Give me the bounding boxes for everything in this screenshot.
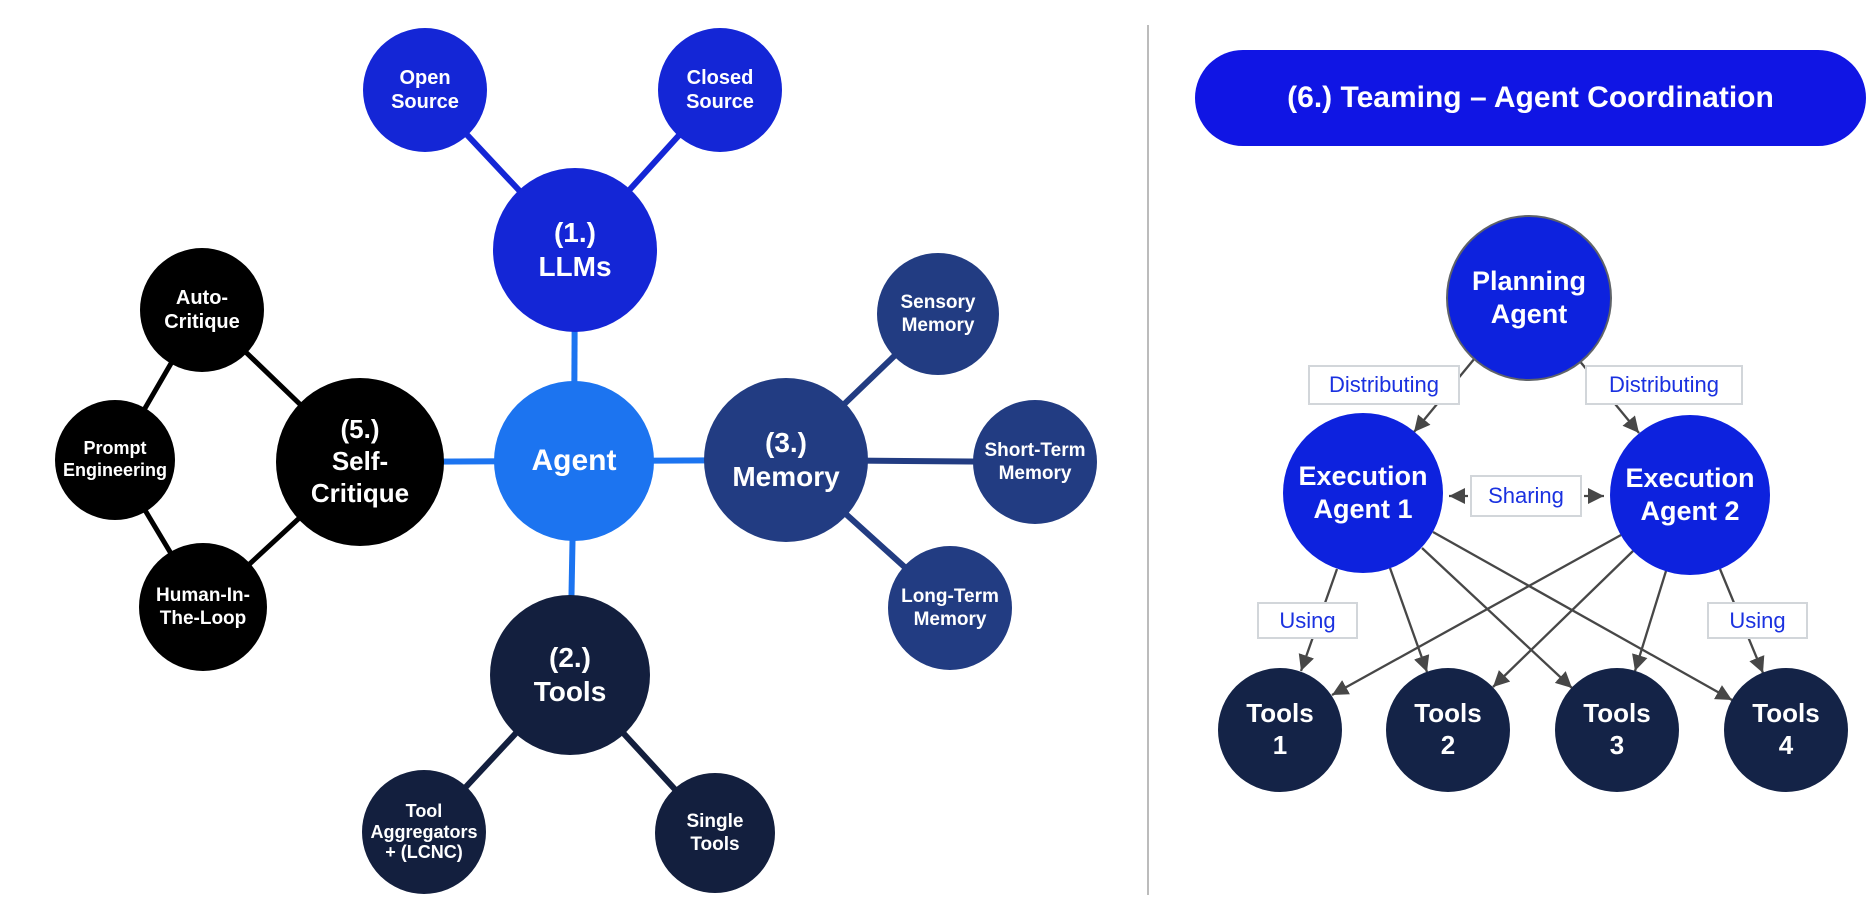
node-human-in-the-loop-label: Human-In- The-Loop	[156, 584, 250, 629]
node-execution-agent-1-label: Execution Agent 1	[1298, 461, 1428, 524]
node-long-term-memory: Long-Term Memory	[888, 546, 1012, 670]
arrow-ea2-tools2	[1492, 550, 1634, 688]
teaming-header-label: (6.) Teaming – Agent Coordination	[1287, 81, 1774, 114]
node-planning-agent: Planning Agent	[1446, 215, 1612, 381]
node-tools-1-label: Tools 1	[1246, 698, 1314, 760]
node-tools: (2.) Tools	[490, 595, 650, 755]
node-prompt-engineering: Prompt Engineering	[55, 400, 175, 520]
node-closed-source-label: Closed Source	[686, 66, 754, 113]
arrow-ea1-tools4	[1432, 530, 1733, 702]
node-planning-agent-label: Planning Agent	[1472, 266, 1586, 329]
label-distributing-left-text: Distributing	[1328, 372, 1440, 397]
node-agent-label: Agent	[531, 443, 617, 477]
node-execution-agent-2: Execution Agent 2	[1610, 415, 1770, 575]
node-tools-3: Tools 3	[1555, 668, 1679, 792]
node-closed-source: Closed Source	[658, 28, 782, 152]
node-single-tools: Single Tools	[655, 773, 775, 893]
node-memory-label: (3.) Memory	[732, 426, 840, 492]
node-tools-4: Tools 4	[1724, 668, 1848, 792]
node-tool-aggregators-label: Tool Aggregators + (LCNC)	[370, 800, 478, 863]
node-open-source-label: Open Source	[391, 66, 459, 113]
node-agent: Agent	[494, 381, 654, 541]
teaming-header: (6.) Teaming – Agent Coordination	[1195, 50, 1866, 146]
label-sharing: Sharing	[1470, 475, 1582, 517]
node-sensory-memory-label: Sensory Memory	[900, 291, 976, 336]
node-tools-1: Tools 1	[1218, 668, 1342, 792]
panel-divider	[1147, 25, 1149, 895]
node-tools-label: (2.) Tools	[533, 641, 607, 707]
node-self-critique-label: (5.) Self- Critique	[310, 414, 410, 508]
node-open-source: Open Source	[363, 28, 487, 152]
arrow-ea2-tools1	[1331, 533, 1622, 697]
node-self-critique: (5.) Self- Critique	[276, 378, 444, 546]
arrow-ea1-tools3	[1421, 547, 1573, 689]
arrow-ea1-tools2	[1388, 567, 1430, 673]
label-using-left-text: Using	[1279, 607, 1336, 633]
node-auto-critique: Auto- Critique	[140, 248, 264, 372]
node-tools-4-label: Tools 4	[1752, 698, 1820, 760]
node-long-term-memory-label: Long-Term Memory	[901, 585, 999, 630]
node-tools-3-label: Tools 3	[1583, 698, 1651, 760]
label-using-right: Using	[1707, 602, 1808, 639]
label-distributing-right-text: Distributing	[1608, 372, 1720, 397]
node-llms: (1.) LLMs	[493, 168, 657, 332]
node-memory: (3.) Memory	[704, 378, 868, 542]
node-sensory-memory: Sensory Memory	[877, 253, 999, 375]
node-tool-aggregators: Tool Aggregators + (LCNC)	[362, 770, 486, 894]
node-prompt-engineering-label: Prompt Engineering	[62, 438, 167, 480]
node-tools-2-label: Tools 2	[1414, 698, 1482, 760]
label-using-left: Using	[1257, 602, 1358, 639]
node-single-tools-label: Single Tools	[686, 810, 744, 855]
node-execution-agent-2-label: Execution Agent 2	[1625, 463, 1755, 526]
node-short-term-memory: Short-Term Memory	[973, 400, 1097, 524]
node-human-in-the-loop: Human-In- The-Loop	[139, 543, 267, 671]
label-sharing-text: Sharing	[1488, 483, 1564, 508]
node-execution-agent-1: Execution Agent 1	[1283, 413, 1443, 573]
label-distributing-right: Distributing	[1585, 365, 1743, 405]
node-llms-label: (1.) LLMs	[538, 216, 612, 282]
node-tools-2: Tools 2	[1386, 668, 1510, 792]
label-distributing-left: Distributing	[1308, 365, 1460, 405]
label-using-right-text: Using	[1729, 607, 1786, 633]
node-short-term-memory-label: Short-Term Memory	[984, 439, 1086, 484]
node-auto-critique-label: Auto- Critique	[164, 286, 240, 333]
arrow-ea2-tools3	[1632, 570, 1668, 672]
